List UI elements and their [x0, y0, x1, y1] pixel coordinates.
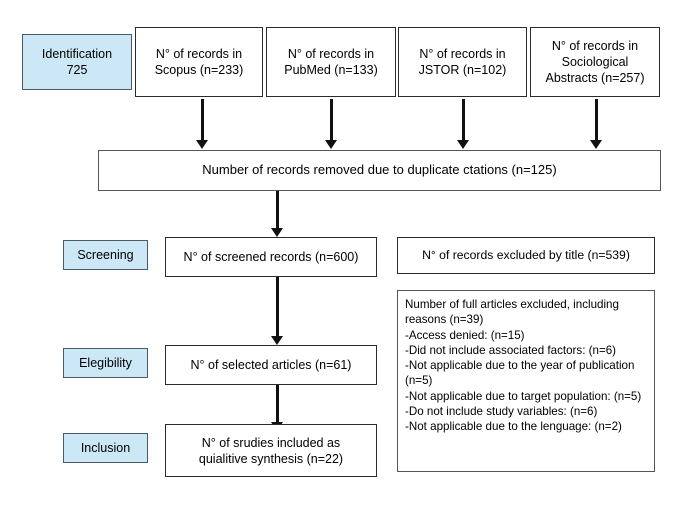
stage-label-eligibility: Elegibility — [63, 348, 148, 378]
arrow-screened-to-selected — [268, 277, 286, 345]
excluded-by-title-box: N° of records excluded by title (n=539) — [397, 237, 655, 274]
source-box-pubmed: N° of records in PubMed (n=133) — [266, 27, 396, 97]
stage-label-inclusion: Inclusion — [63, 433, 148, 463]
included-studies-box: N° of srudies included as quialitive syn… — [165, 424, 377, 477]
duplicates-removed-box: Number of records removed due to duplica… — [98, 150, 661, 191]
source-box-scopus: N° of records in Scopus (n=233) — [135, 27, 263, 97]
arrow-scopus-to-duplicates — [193, 99, 211, 149]
arrow-duplicates-to-screened — [268, 191, 286, 237]
stage-label-screening: Screening — [63, 240, 148, 270]
arrow-sociological-to-duplicates — [587, 99, 605, 149]
arrow-pubmed-to-duplicates — [322, 99, 340, 149]
source-box-sociological-abstracts: N° of records in Sociological Abstracts … — [530, 27, 660, 97]
exclusion-reasons-box: Number of full articles excluded, includ… — [397, 290, 655, 472]
source-box-jstor: N° of records in JSTOR (n=102) — [398, 27, 527, 97]
arrow-jstor-to-duplicates — [454, 99, 472, 149]
stage-label-identification: Identification 725 — [22, 34, 132, 90]
screened-records-box: N° of screened records (n=600) — [165, 237, 377, 277]
selected-articles-box: N° of selected articles (n=61) — [165, 345, 377, 385]
